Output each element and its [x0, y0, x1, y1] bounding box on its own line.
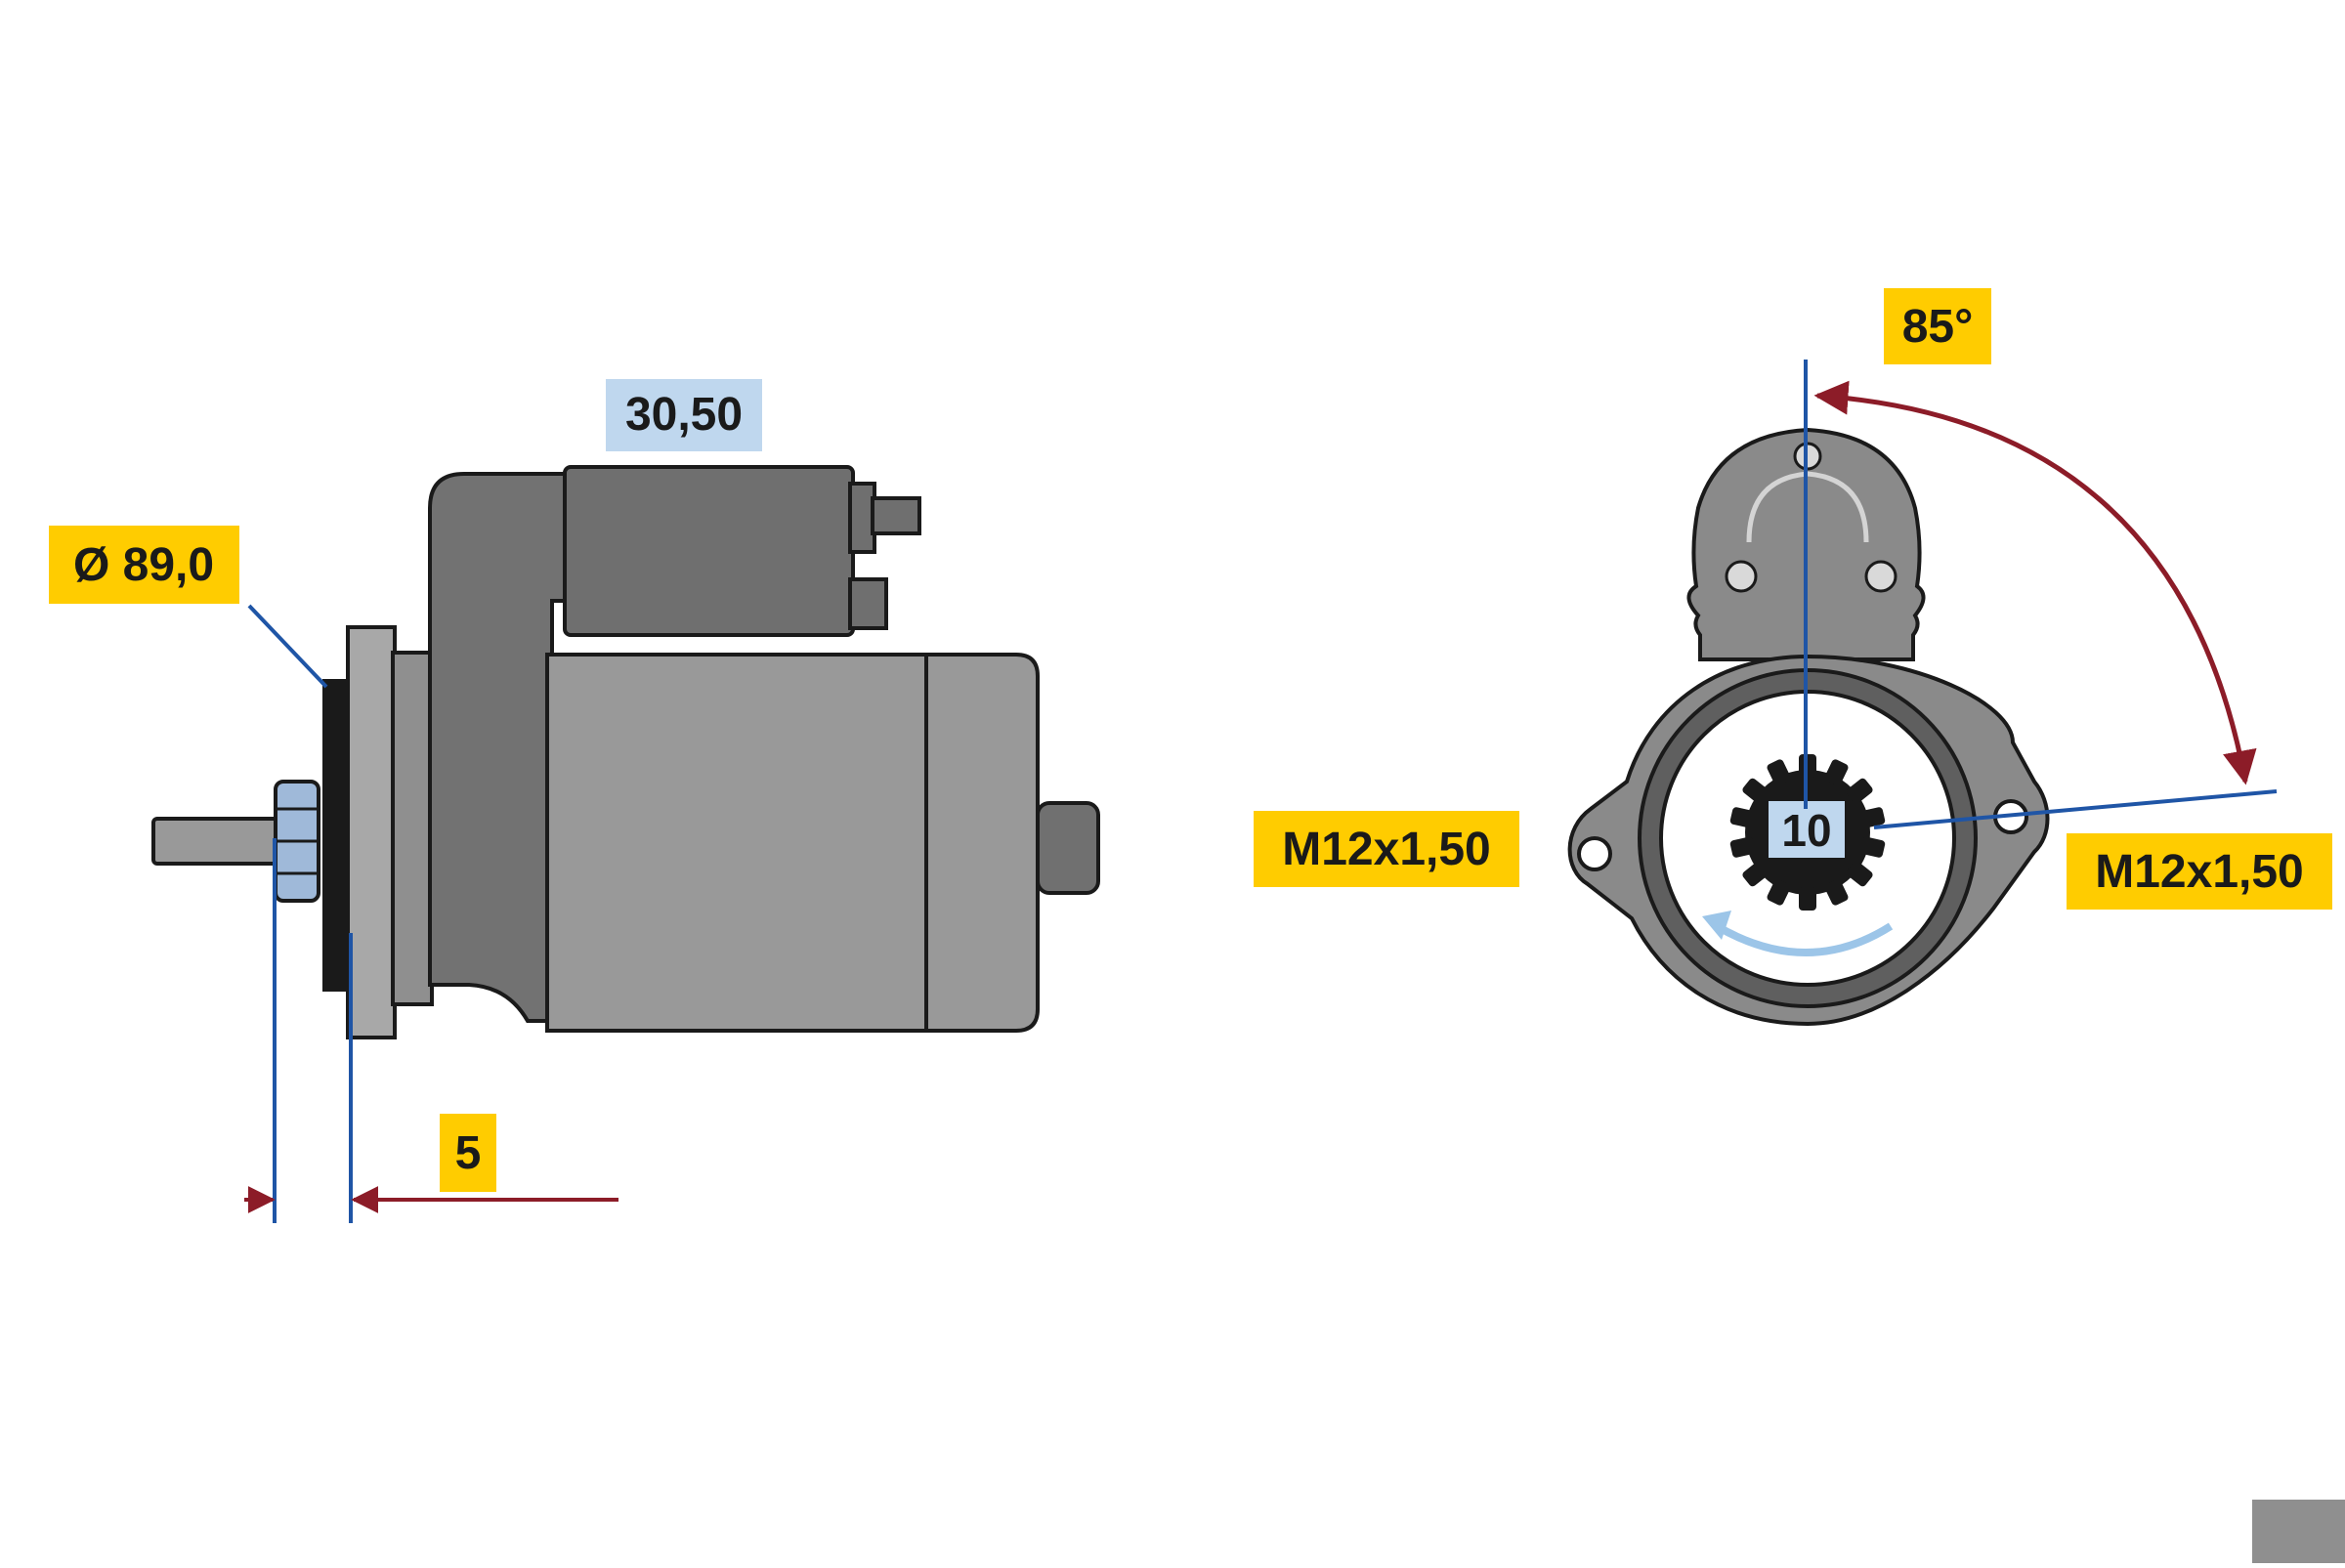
terminal-lower: [848, 577, 888, 630]
front-view: 10: [1567, 360, 2278, 1027]
flange-gasket: [322, 679, 350, 992]
teeth-count-label: 10: [1781, 805, 1831, 856]
gear-tooth: [1859, 807, 1886, 828]
drive-end-housing: [391, 651, 434, 1006]
mount-angle-label: 85°: [1902, 301, 1974, 353]
motor-body: [545, 653, 930, 1033]
diameter-leader: [247, 604, 328, 689]
gear-tooth: [1767, 759, 1791, 786]
solenoid-cap: [848, 482, 876, 554]
gear-tooth: [1729, 807, 1756, 828]
angled-reference: [1873, 789, 2278, 829]
flange-diameter-label: Ø 89,0: [73, 539, 214, 591]
gear-tooth: [1767, 878, 1791, 906]
side-view: [151, 465, 1100, 1223]
motor-end-cap: [924, 653, 1040, 1033]
thread-right-label: M12x1,50: [2095, 846, 2304, 898]
teeth-count-badge: [1769, 801, 1845, 858]
gear-tooth: [1859, 836, 1886, 858]
pinion-offset-label: 5: [455, 1127, 482, 1179]
thread-left-label: M12x1,50: [1282, 824, 1491, 875]
gear-tooth: [1729, 836, 1756, 858]
flange-diameter-box: [49, 526, 239, 604]
angle-arc: [1813, 380, 2257, 785]
boss-bolt-right: [1864, 560, 1897, 593]
mounting-flange: [346, 625, 397, 1039]
solenoid-length-box: [606, 379, 762, 451]
gear-tooth: [1742, 778, 1769, 804]
gear-tooth: [1742, 861, 1769, 887]
mount-hole-left: [1577, 836, 1612, 871]
thread-right-box: [2067, 833, 2332, 910]
terminal-upper: [871, 496, 921, 535]
rear-bushing: [1036, 801, 1100, 895]
boss-bolt-left: [1725, 560, 1758, 593]
solenoid-length-label: 30,50: [625, 389, 743, 441]
pinion-offset-box: [440, 1114, 496, 1192]
mount-angle-box: [1884, 288, 1991, 364]
corner-marker: [2252, 1500, 2345, 1563]
thread-left-box: [1254, 811, 1519, 887]
gear-tooth: [1846, 861, 1873, 887]
gear-tooth: [1824, 878, 1849, 906]
rotation-arrow: [1714, 922, 1894, 956]
gear-tooth: [1799, 887, 1816, 911]
solenoid-body: [563, 465, 855, 637]
output-shaft: [151, 817, 282, 866]
dimension-labels: 30,50 Ø 89,0 5 85° M12x1,50 M12x1,50: [49, 288, 2332, 1192]
